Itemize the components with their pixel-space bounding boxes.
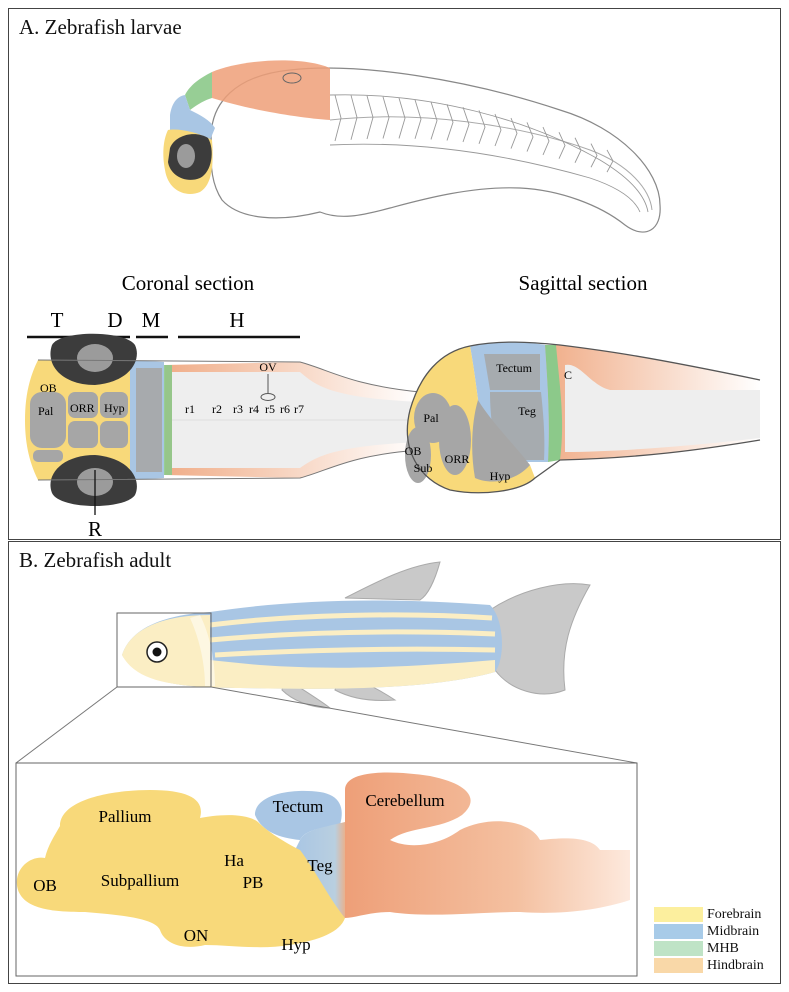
coronal-label-r: R (88, 517, 102, 541)
adult-brain-drawing (16, 772, 630, 948)
tail-segment (510, 117, 518, 149)
tail-segment (446, 104, 454, 141)
sagittal-label-pal: Pal (423, 411, 439, 425)
adult-label-ob: OB (33, 876, 57, 895)
adult-label-teg: Teg (307, 856, 333, 875)
tail-segment (478, 110, 486, 144)
tail-segment (350, 95, 358, 140)
sagittal-label-c: C (564, 368, 572, 382)
tail-segment (574, 137, 582, 163)
adult-label-pallium: Pallium (99, 807, 152, 826)
coronal-label-hyp: Hyp (104, 401, 125, 415)
rhombomere-label-r5: r5 (265, 402, 275, 416)
tail-segment (334, 94, 342, 142)
legend-label-mhb: MHB (707, 940, 739, 956)
sagittal-label-orr: ORR (445, 452, 470, 466)
legend-item-hindbrain: Hindbrain (654, 957, 778, 974)
rhombomere-label-r4: r4 (249, 402, 259, 416)
adult-label-ha: Ha (224, 851, 244, 870)
rhombomere-label-r2: r2 (212, 402, 222, 416)
coronal-label-pal: Pal (38, 404, 54, 418)
adult-label-pb: PB (243, 873, 264, 892)
panel-b-title: B. Zebrafish adult (19, 548, 172, 572)
adult-label-hyp: Hyp (281, 935, 310, 954)
adult-label-subpallium: Subpallium (101, 871, 179, 890)
tail-segment (558, 132, 566, 159)
tail-segment (526, 122, 534, 152)
sagittal-label-hyp: Hyp (490, 469, 511, 483)
division-label-d: D (107, 308, 122, 332)
legend-swatch-forebrain (654, 907, 703, 922)
coronal-label-orr: ORR (70, 401, 95, 415)
coronal-heading: Coronal section (122, 271, 255, 295)
sagittal-label-teg: Teg (518, 404, 536, 418)
legend-item-mhb: MHB (654, 940, 778, 957)
division-label-m: M (142, 308, 161, 332)
tail-segment (542, 126, 550, 156)
tail-segment (494, 113, 502, 147)
adult-label-tectum: Tectum (273, 797, 324, 816)
tail-segment (366, 95, 374, 140)
adult-label-on: ON (184, 926, 209, 945)
rhombomere-label-r7: r7 (294, 402, 304, 416)
legend-label-midbrain: Midbrain (707, 923, 760, 939)
sagittal-label-ob: OB (405, 444, 422, 458)
division-label-t: T (51, 308, 64, 332)
rhombomere-label-r6: r6 (280, 402, 290, 416)
adult-fish-illustration (15, 561, 638, 977)
legend-item-forebrain: Forebrain (654, 906, 778, 923)
tail-segment (398, 97, 406, 139)
sagittal-label-tectum: Tectum (496, 361, 532, 375)
legend-label-forebrain: Forebrain (707, 906, 762, 922)
sagittal-section-drawing (405, 341, 761, 494)
tail-segment (606, 149, 614, 173)
larva-illustration (163, 60, 661, 233)
color-legend: Forebrain Midbrain MHB Hindbrain (654, 906, 778, 974)
rhombomere-label-r3: r3 (233, 402, 243, 416)
division-label-h: H (229, 308, 244, 332)
legend-swatch-midbrain (654, 924, 703, 939)
tail-segment (414, 99, 422, 139)
coronal-label-ob: OB (40, 381, 57, 395)
sagittal-heading: Sagittal section (519, 271, 648, 295)
legend-swatch-mhb (654, 941, 703, 956)
coronal-section-drawing (25, 333, 421, 515)
adult-label-cerebellum: Cerebellum (365, 791, 444, 810)
rhombomere-labels: r1 r2 r3 r4 r5 r6 r7 (185, 402, 304, 416)
tail-segment (430, 101, 438, 140)
tail-segment (590, 143, 598, 168)
legend-label-hindbrain: Hindbrain (707, 957, 764, 973)
sagittal-label-sub: Sub (414, 461, 433, 475)
legend-item-midbrain: Midbrain (654, 923, 778, 940)
tail-segment (382, 96, 390, 139)
legend-swatch-hindbrain (654, 958, 703, 973)
tail-segment (462, 107, 470, 143)
panel-a-title: A. Zebrafish larvae (19, 15, 182, 39)
rhombomere-label-r1: r1 (185, 402, 195, 416)
coronal-label-ov: OV (259, 360, 277, 374)
